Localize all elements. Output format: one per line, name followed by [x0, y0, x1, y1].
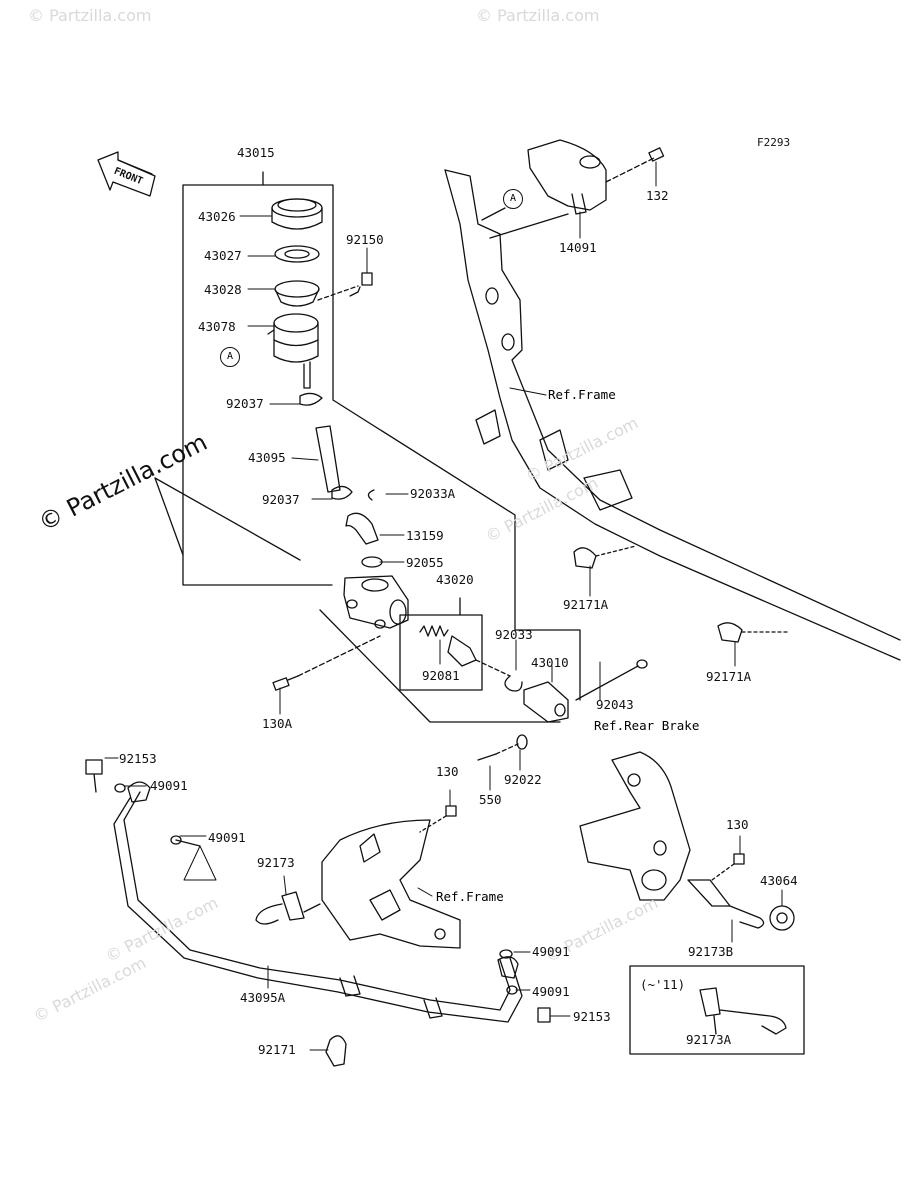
grommet-43064 — [769, 905, 795, 931]
clamp-92171A-upper — [573, 547, 597, 569]
inset-box — [629, 965, 805, 1055]
washer-49091-a — [114, 783, 126, 793]
part-label-130A: 130A — [262, 716, 293, 731]
reservoir-cap — [271, 198, 323, 230]
watermark: © Partzilla.com — [476, 6, 600, 25]
part-label-92081: 92081 — [422, 668, 460, 683]
cotter-pin-550 — [477, 753, 497, 761]
hose-bracket-92173B — [687, 879, 765, 929]
ref-rear-brake: Ref.Rear Brake — [594, 718, 700, 733]
part-label-92173B: 92173B — [688, 944, 734, 959]
part-label-43026: 43026 — [198, 209, 236, 224]
part-label-92173: 92173 — [257, 855, 295, 870]
part-label-130: 130 — [726, 817, 749, 832]
part-label-49091: 49091 — [532, 984, 570, 999]
marker-a: A — [220, 347, 240, 367]
clamp-92171 — [325, 1035, 347, 1067]
part-label-92171A: 92171A — [706, 669, 752, 684]
part-label-92055: 92055 — [406, 555, 444, 570]
leader-lines — [104, 161, 783, 1051]
banjo-bolt-92153-lower — [537, 1007, 551, 1023]
washer-49091-b — [170, 835, 182, 845]
ref-frame-upper: Ref.Frame — [548, 387, 616, 402]
hose-43095 — [315, 425, 341, 493]
rear-brake-pedal — [579, 751, 691, 901]
circlip-92033A — [367, 489, 375, 501]
part-label-14091: 14091 — [559, 240, 597, 255]
part-label-13159: 13159 — [406, 528, 444, 543]
part-label-43027: 43027 — [204, 248, 242, 263]
part-label-92171A: 92171A — [563, 597, 609, 612]
fitting-13159 — [345, 512, 379, 545]
clamp-92037-lower — [331, 485, 353, 500]
frame-lower — [321, 819, 461, 949]
bolt-92150 — [349, 272, 373, 297]
clamp-92171A-lower — [717, 622, 743, 643]
part-label-92171: 92171 — [258, 1042, 296, 1057]
part-label-43095: 43095 — [248, 450, 286, 465]
bolt-130A — [272, 675, 299, 691]
washer-49091-c — [499, 949, 513, 959]
part-label-92022: 92022 — [504, 772, 542, 787]
circlip-92033 — [504, 675, 523, 692]
frame-upper — [444, 169, 901, 661]
gasket — [274, 245, 320, 263]
piston-spring — [419, 625, 477, 667]
bolt-130-rear — [733, 853, 745, 865]
bolt-132 — [648, 147, 665, 162]
part-label-92033A: 92033A — [410, 486, 456, 501]
part-label-43020: 43020 — [436, 572, 474, 587]
assembly-bracket-43015 — [182, 171, 333, 586]
part-label-92153: 92153 — [573, 1009, 611, 1024]
front-arrow-icon — [97, 151, 156, 197]
washer-92022 — [516, 734, 528, 750]
diagram-code: F2293 — [757, 136, 791, 149]
piston-kit-bracket — [399, 597, 483, 691]
reservoir-tank — [267, 313, 319, 389]
part-label-49091: 49091 — [208, 830, 246, 845]
part-label-92043: 92043 — [596, 697, 634, 712]
oring-92055 — [361, 556, 383, 568]
pin-92043 — [575, 659, 648, 701]
clamp-92037-upper — [299, 392, 323, 406]
brake-hose-43095A — [113, 791, 523, 1023]
banjo-fitting-lower — [497, 956, 519, 979]
part-label-92037: 92037 — [262, 492, 300, 507]
marker-a: A — [503, 189, 523, 209]
bracket-14091 — [527, 139, 607, 215]
pushrod-43010 — [523, 681, 569, 723]
hose-bracket-92173A — [699, 987, 787, 1035]
part-label-43095A: 43095A — [240, 990, 286, 1005]
inset-qualifier: (~'11) — [640, 977, 686, 992]
banjo-bolt-92153-upper — [85, 759, 103, 793]
part-label-130: 130 — [436, 764, 459, 779]
ref-frame-lower: Ref.Frame — [436, 889, 504, 904]
part-label-92033: 92033 — [495, 627, 533, 642]
part-label-92173A: 92173A — [686, 1032, 732, 1047]
part-label-92037: 92037 — [226, 396, 264, 411]
part-label-92153: 92153 — [119, 751, 157, 766]
part-label-43028: 43028 — [204, 282, 242, 297]
watermark: © Partzilla.com — [28, 6, 152, 25]
part-label-49091: 49091 — [532, 944, 570, 959]
diaphragm-plate — [274, 280, 320, 307]
bolt-130-lower — [445, 805, 457, 817]
part-label-49091: 49091 — [150, 778, 188, 793]
part-label-43064: 43064 — [760, 873, 798, 888]
part-label-43010: 43010 — [531, 655, 569, 670]
master-cylinder-body — [343, 575, 409, 629]
part-label-132: 132 — [646, 188, 669, 203]
part-label-43015: 43015 — [237, 145, 275, 160]
hose-bracket-92173 — [255, 891, 321, 925]
part-label-43078: 43078 — [198, 319, 236, 334]
part-label-550: 550 — [479, 792, 502, 807]
part-label-92150: 92150 — [346, 232, 384, 247]
banjo-fitting-upper — [127, 781, 151, 803]
